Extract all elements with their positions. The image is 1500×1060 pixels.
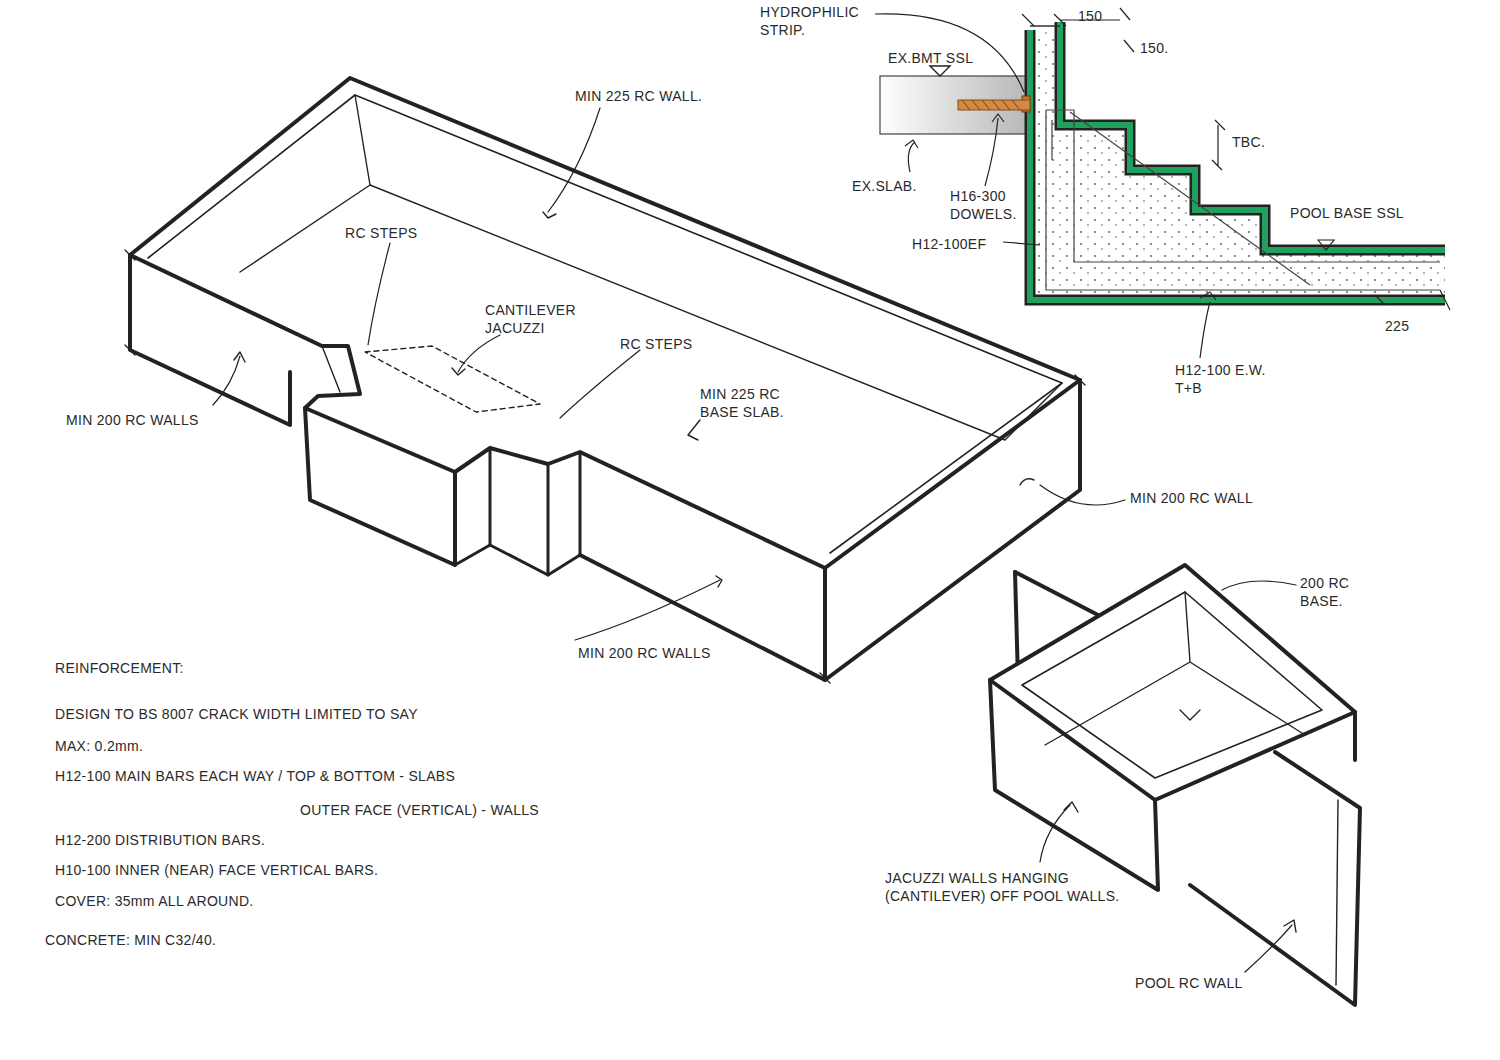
annotation-label: EX.BMT SSL — [888, 50, 973, 68]
note-line: CONCRETE: MIN C32/40. — [45, 932, 216, 950]
annotation-label: POOL BASE SSL — [1290, 205, 1404, 223]
annotation-label: TBC. — [1232, 134, 1265, 152]
note-line: DESIGN TO BS 8007 CRACK WIDTH LIMITED TO… — [55, 698, 445, 762]
annotation-label: JACUZZI WALLS HANGING (CANTILEVER) OFF P… — [885, 870, 1120, 905]
annotation-label: 225 — [1385, 318, 1409, 336]
annotation-label: H12-100EF — [912, 236, 986, 254]
note-line: REINFORCEMENT: — [55, 660, 184, 678]
note-line: H12-100 MAIN BARS EACH WAY / TOP & BOTTO… — [55, 768, 455, 786]
note-line: H10-100 INNER (NEAR) FACE VERTICAL BARS. — [55, 862, 378, 880]
annotation-label: EX.SLAB. — [852, 178, 917, 196]
jacuzzi-iso — [990, 565, 1360, 1005]
annotation-label: 200 RC BASE. — [1300, 575, 1380, 610]
note-line: COVER: 35mm ALL AROUND. — [55, 893, 254, 911]
annotation-label: MIN 225 RC BASE SLAB. — [700, 386, 820, 421]
annotation-label: MIN 200 RC WALLS — [578, 645, 711, 663]
annotation-label: MIN 200 RC WALL — [1130, 490, 1253, 508]
annotation-label: 150 — [1078, 8, 1102, 26]
annotation-label: 150. — [1140, 40, 1168, 58]
annotation-label: RC STEPS — [345, 225, 417, 243]
note-line: H12-200 DISTRIBUTION BARS. — [55, 832, 265, 850]
annotation-label: HYDROPHILIC STRIP. — [760, 4, 875, 39]
pool-iso — [125, 78, 1125, 683]
section-detail — [875, 8, 1450, 358]
annotation-label: POOL RC WALL — [1135, 975, 1243, 993]
annotation-label: RC STEPS — [620, 336, 692, 354]
annotation-label: MIN 200 RC WALLS — [66, 412, 199, 430]
annotation-label: H16-300 DOWELS. — [950, 188, 1022, 223]
annotation-label: MIN 225 RC WALL. — [575, 88, 702, 106]
annotation-label: H12-100 E.W. T+B — [1175, 362, 1285, 397]
annotation-label: CANTILEVER JACUZZI — [485, 302, 590, 337]
note-line: OUTER FACE (VERTICAL) - WALLS — [300, 802, 539, 820]
